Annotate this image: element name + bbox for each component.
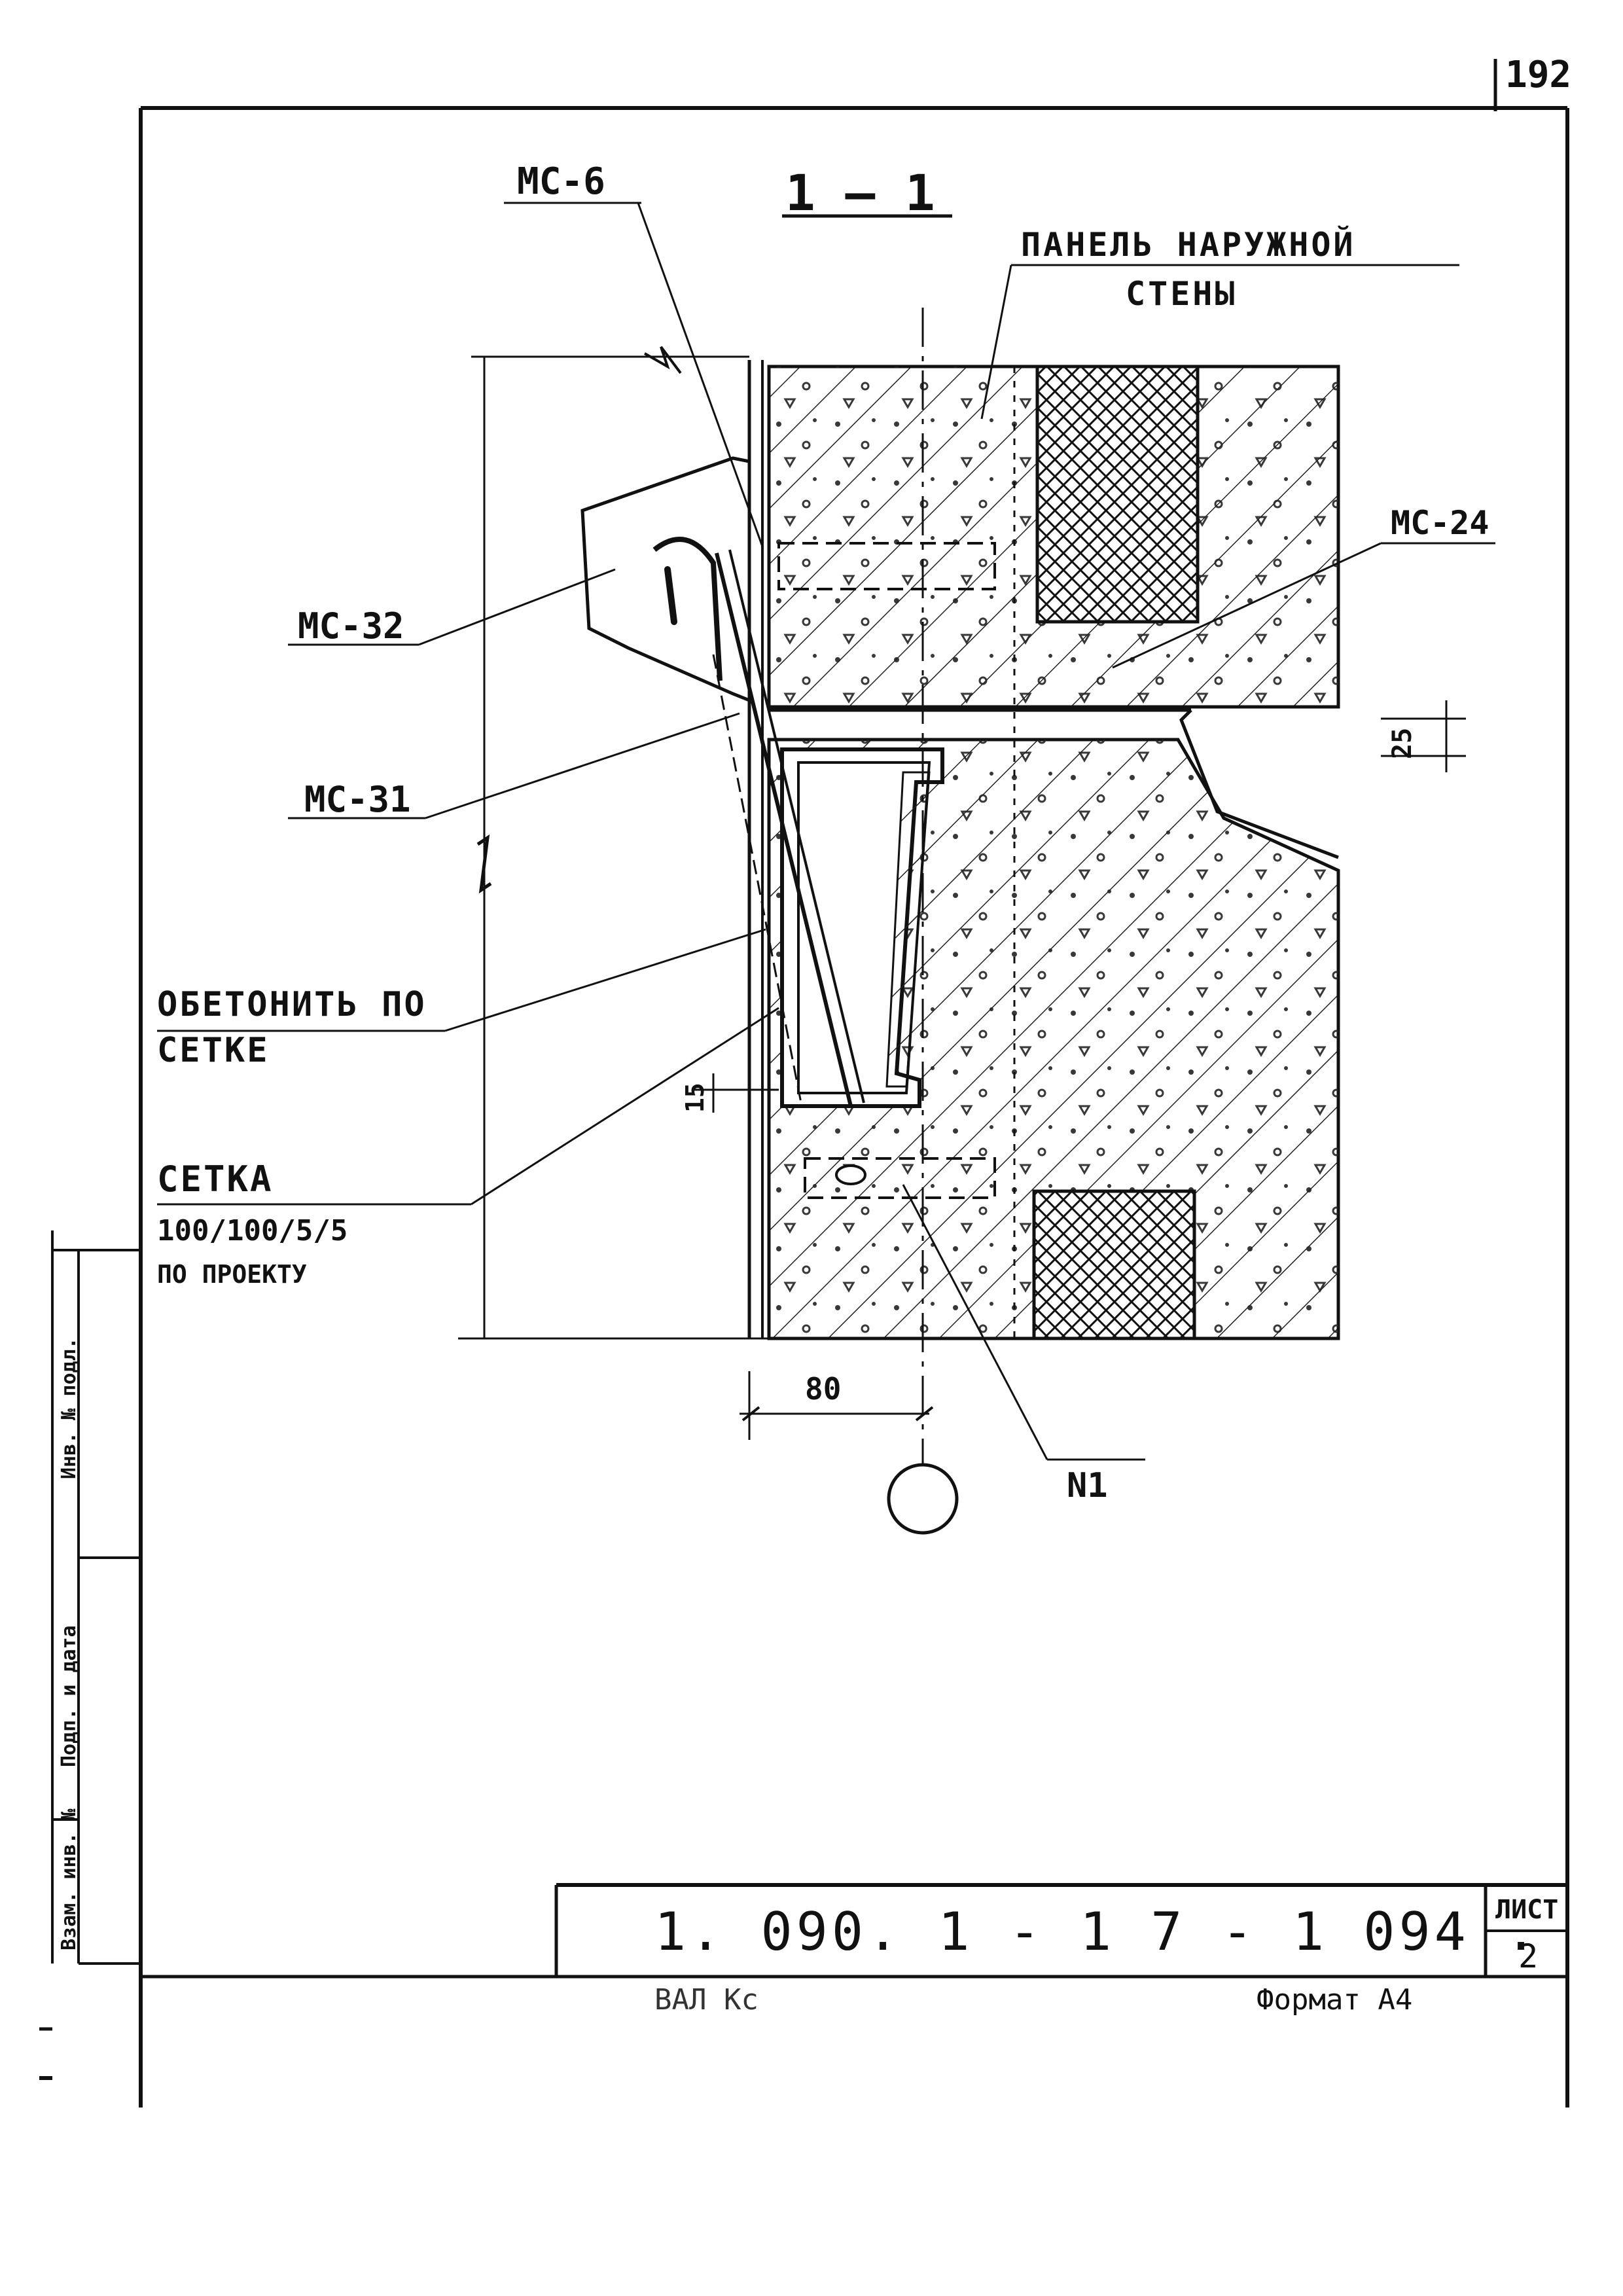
label-mc6: МС-6 [517, 160, 605, 203]
label-mesh-line3: ПО ПРОЕКТУ [157, 1260, 307, 1289]
dimension-80: 80 [805, 1371, 842, 1407]
footer-format: Формат А4 [1257, 1983, 1413, 2017]
label-mc24: МС-24 [1391, 504, 1489, 542]
side-stamp-text-1: Инв. № подл. [58, 1337, 80, 1479]
sheet-number: 2 [1518, 1937, 1539, 1975]
label-panel-line2: СТЕНЫ [1126, 275, 1238, 313]
axis-marker-circle [887, 1463, 959, 1535]
sheet-label: ЛИСТ [1495, 1895, 1559, 1925]
label-mesh-line2: 100/100/5/5 [157, 1214, 348, 1247]
label-n1: N1 [1067, 1466, 1108, 1505]
section-title: 1 — 1 [785, 164, 935, 222]
page-number: 192 [1505, 54, 1572, 96]
side-stamp-text-2: Подп. и дата [58, 1625, 80, 1767]
label-mc32: МС-32 [298, 605, 404, 647]
label-concrete-line2: СЕТКЕ [157, 1031, 270, 1070]
document-code: 1. 090. 1 - 1 7 - 1 094 . [654, 1901, 1541, 1962]
dimension-15: 15 [681, 1083, 709, 1113]
footer-left: ВАЛ Кс [654, 1983, 758, 2017]
label-panel-line1: ПАНЕЛЬ НАРУЖНОЙ [1021, 226, 1356, 264]
side-stamp-text-3: Взам. инв. № [58, 1808, 80, 1950]
label-mesh-line1: СЕТКА [157, 1158, 274, 1200]
label-mc31: МС-31 [304, 779, 411, 820]
label-concrete-line1: ОБЕТОНИТЬ ПО [157, 985, 427, 1024]
dimension-25: 25 [1387, 727, 1418, 759]
